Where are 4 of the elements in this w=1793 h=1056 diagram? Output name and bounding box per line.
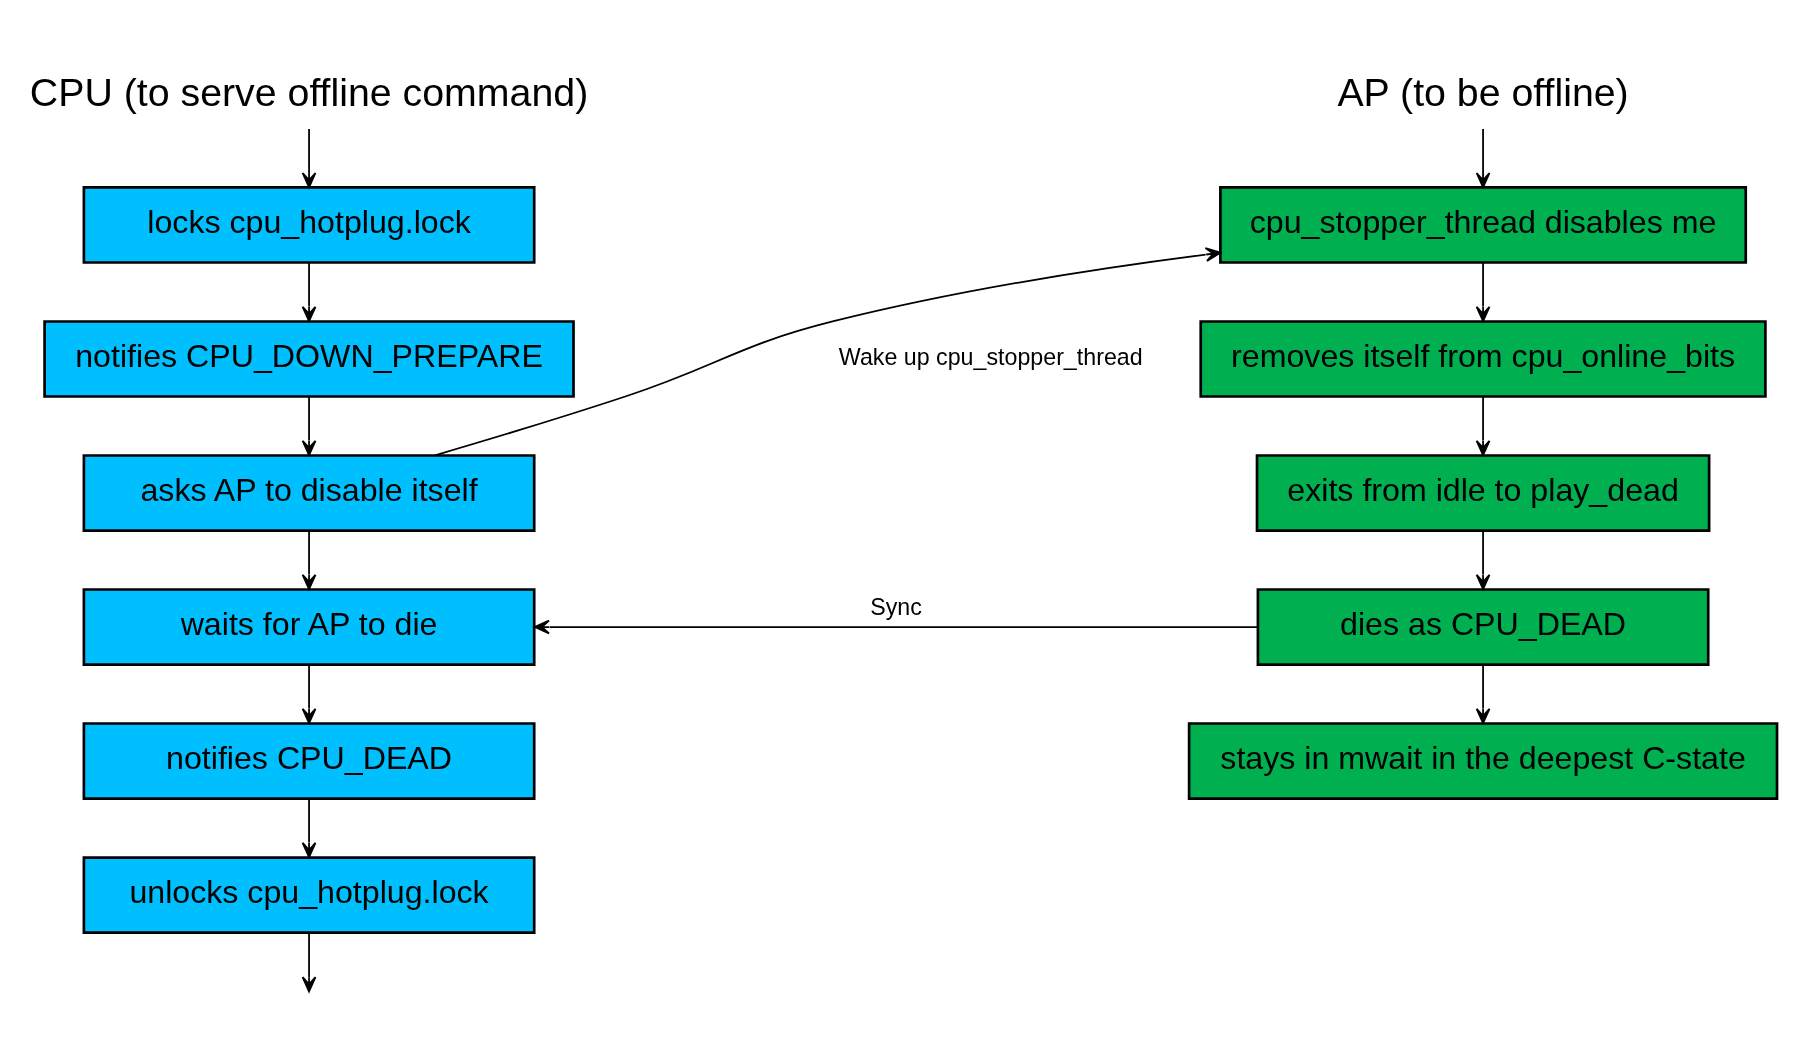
node-text: CPU (to serve offline command) <box>29 69 589 114</box>
edge-label: Sync <box>870 593 922 620</box>
node-text: AP (to be offline) <box>1337 69 1629 114</box>
edge-label: Wake up cpu_stopper_thread <box>838 343 1143 370</box>
